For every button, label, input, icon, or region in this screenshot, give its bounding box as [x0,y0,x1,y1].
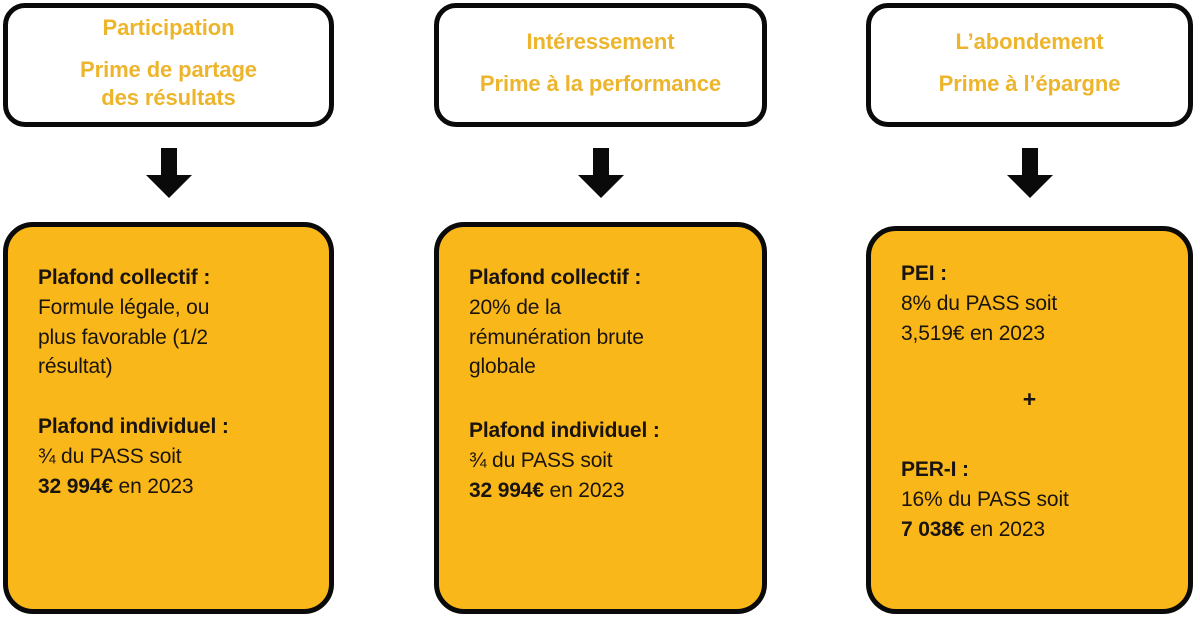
header-subtitle-participation: Prime de partage des résultats [80,56,257,112]
block-plafond-individuel-interessement: Plafond individuel : ¾ du PASS soit 32 9… [469,416,732,505]
header-subtitle-line-1: Prime à l’épargne [938,71,1121,96]
block-line: Formule légale, ou [38,295,210,319]
body-box-interessement: Plafond collectif : 20% de la rémunérati… [434,222,767,614]
block-line: 3,519€ en 2023 [901,321,1045,345]
block-title: Plafond collectif : [469,266,642,289]
block-pei: PEI : 8% du PASS soit 3,519€ en 2023 [901,259,1158,348]
header-subtitle-abondement: Prime à l’épargne [939,70,1121,98]
amount-suffix: en 2023 [112,474,194,498]
block-plafond-individuel-participation: Plafond individuel : ¾ du PASS soit 32 9… [38,412,299,501]
block-line-amount: 32 994€ en 2023 [469,476,732,506]
arrow-down-icon-interessement [577,148,624,198]
amount-value: 7 038€ [901,518,965,542]
block-title: Plafond individuel : [469,419,660,443]
block-title: Plafond individuel : [38,415,229,439]
header-box-participation: Participation Prime de partage des résul… [3,3,334,127]
body-box-abondement: PEI : 8% du PASS soit 3,519€ en 2023 + P… [866,226,1193,614]
amount-value: 32 994€ [469,478,544,502]
header-title-interessement: Intéressement [526,28,675,54]
body-box-participation: Plafond collectif : Formule légale, ou p… [3,222,334,614]
arrow-down-icon-abondement [1006,148,1053,198]
header-box-interessement: Intéressement Prime à la performance [434,3,767,127]
header-box-abondement: L’abondement Prime à l’épargne [866,3,1193,127]
header-subtitle-line-1: Prime à la performance [479,71,722,96]
block-title: PER-I : [901,458,969,482]
block-line: ¾ du PASS soit [469,449,613,473]
block-line: 16% du PASS soit [901,488,1069,512]
header-subtitle-line-2: des résultats [101,85,236,111]
block-title: Plafond collectif : [38,266,211,289]
amount-suffix: en 2023 [964,518,1045,542]
block-title: PEI : [901,262,947,285]
amount-suffix: en 2023 [543,478,625,502]
block-line: plus favorable (1/2 [38,325,208,349]
header-subtitle-line-1: Prime de partage [80,56,257,82]
amount-value: 32 994€ [38,474,113,498]
block-line: rémunération brute [469,325,644,349]
block-line: globale [469,355,536,379]
block-line: 8% du PASS soit [901,291,1058,315]
block-line: ¾ du PASS soit [38,445,182,469]
header-subtitle-interessement: Prime à la performance [480,70,721,98]
column-participation: Participation Prime de partage des résul… [3,0,334,619]
column-interessement: Intéressement Prime à la performance Pla… [434,0,767,619]
block-per-i: PER-I : 16% du PASS soit 7 038€ en 2023 [901,455,1158,544]
block-line-amount: 32 994€ en 2023 [38,472,299,502]
column-abondement: L’abondement Prime à l’épargne PEI : 8% … [866,0,1193,619]
arrow-down-icon-participation [145,148,192,198]
header-title-abondement: L’abondement [955,28,1104,54]
header-title-participation: Participation [102,14,235,40]
block-line: 20% de la [469,295,562,319]
plus-separator: + [1022,386,1037,413]
block-plafond-collectif-participation: Plafond collectif : Formule légale, ou p… [38,263,299,382]
block-line-amount: 7 038€ en 2023 [901,515,1158,545]
block-line: résultat) [38,355,113,379]
block-plafond-collectif-interessement: Plafond collectif : 20% de la rémunérati… [469,263,732,382]
